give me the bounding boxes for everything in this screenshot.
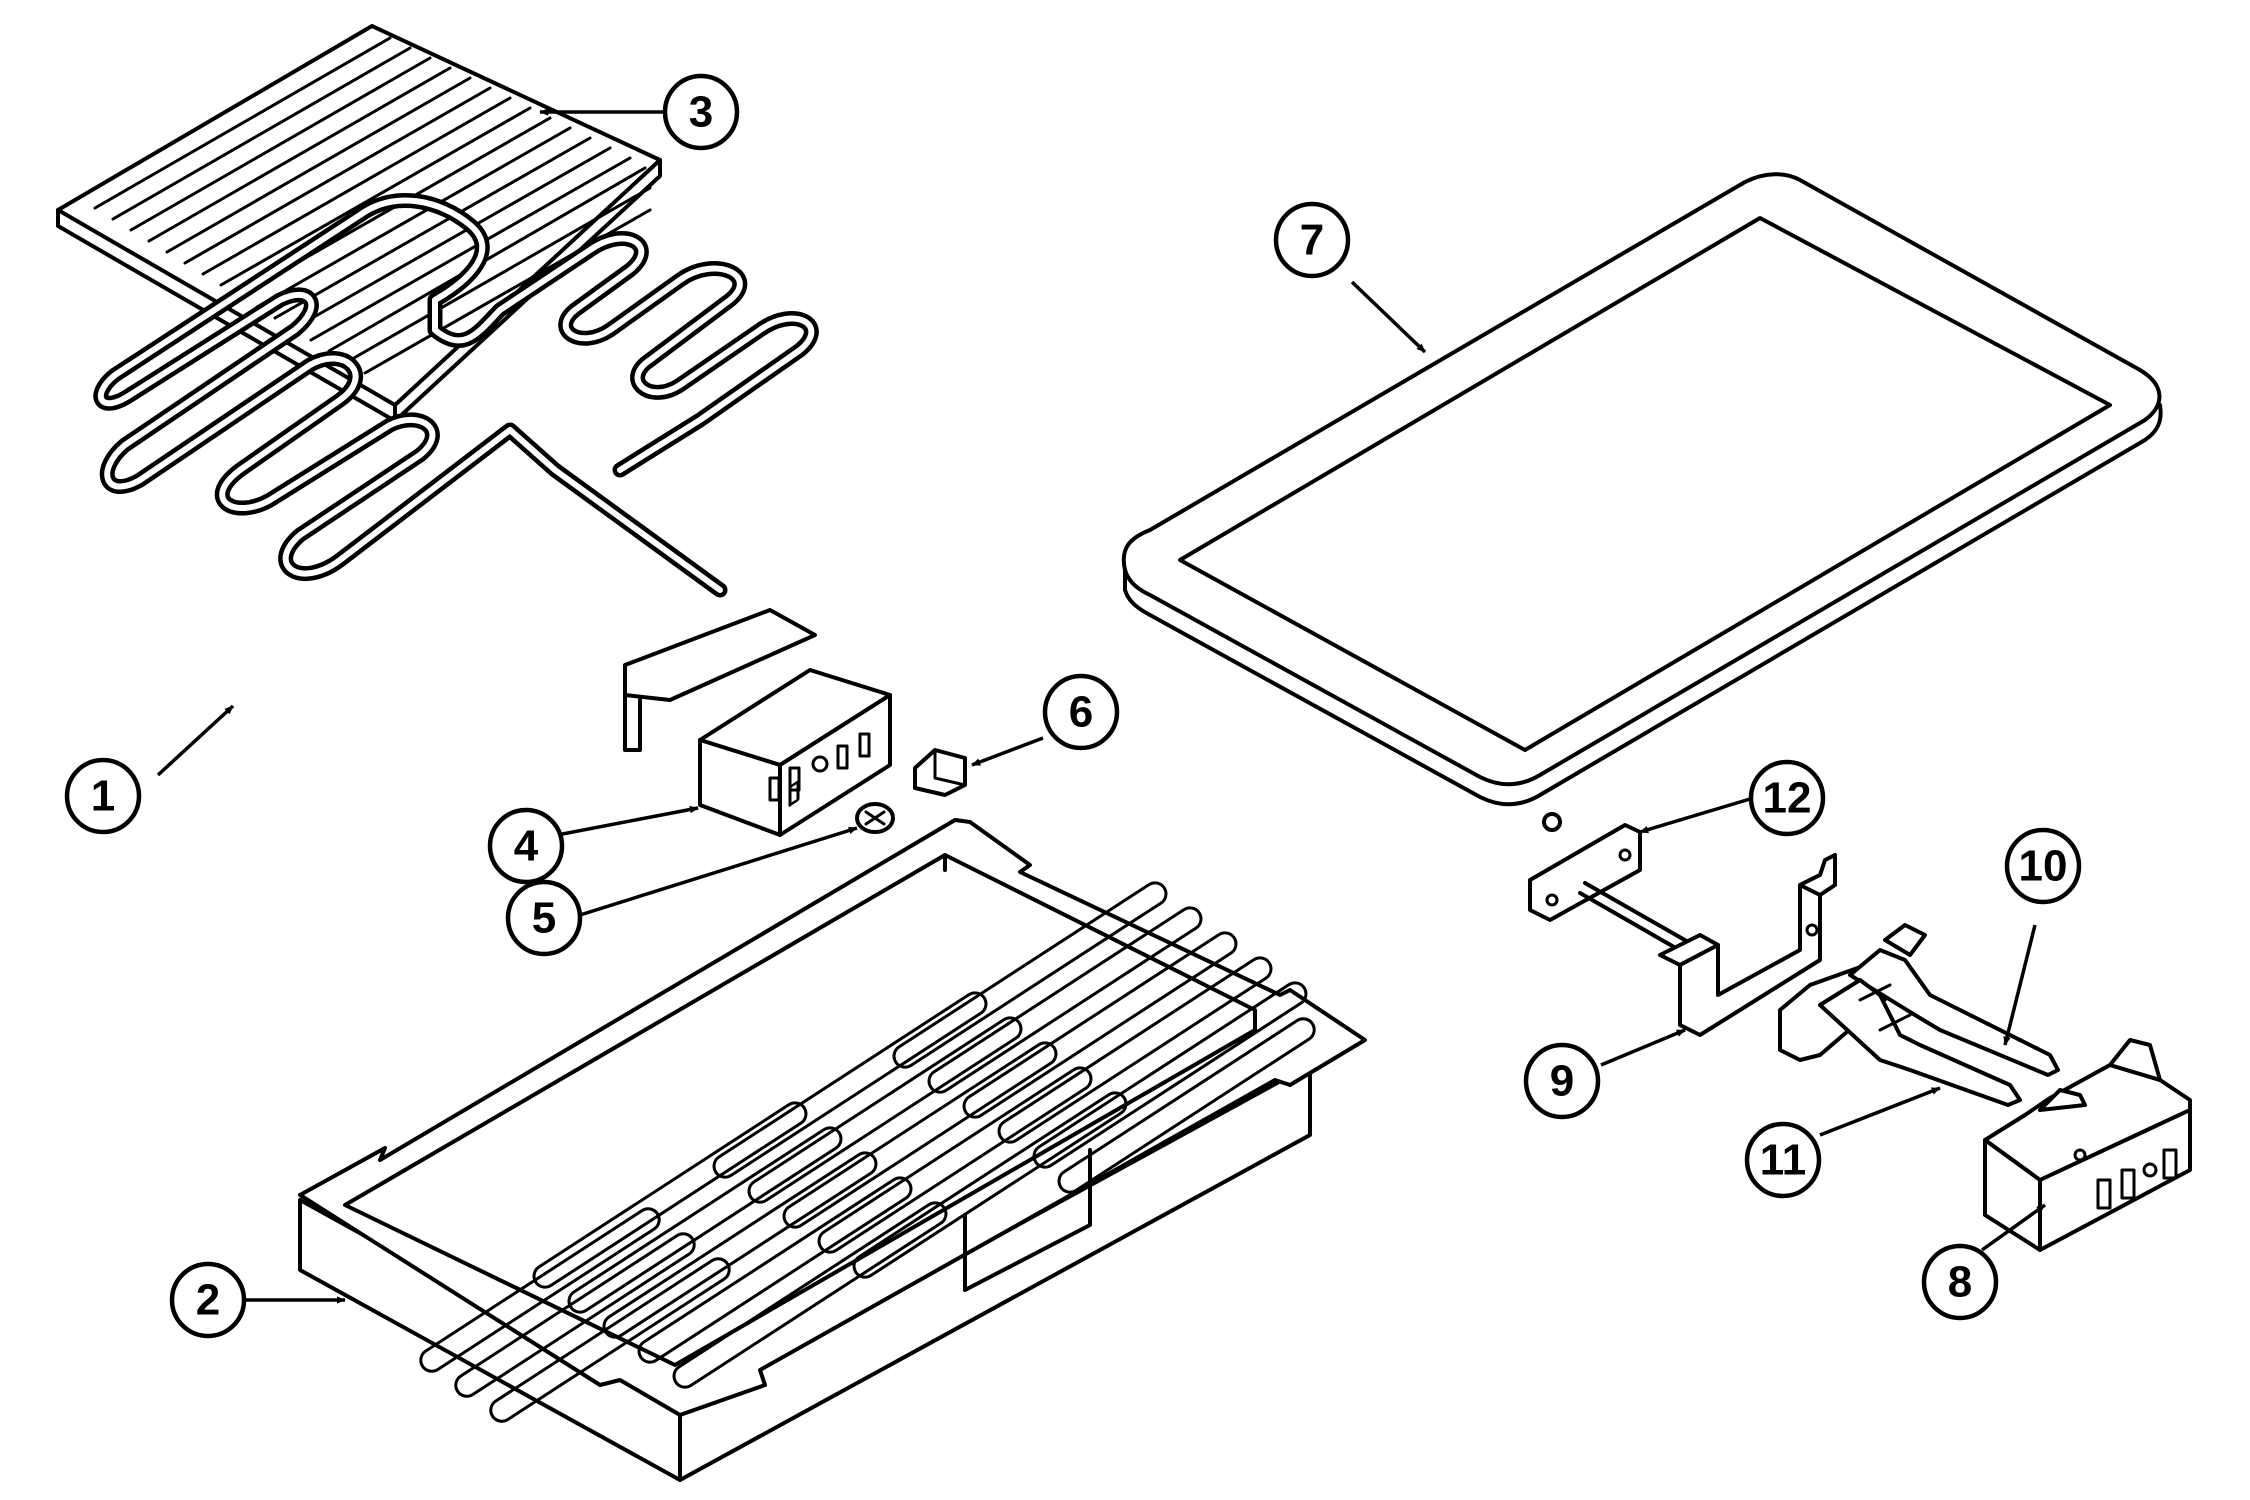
callout-8-label: 8 (1948, 1258, 1972, 1307)
callout-10: 10 (2004, 827, 2082, 905)
callout-6: 6 (1042, 673, 1120, 751)
heating-element-part (93, 193, 819, 752)
u-bracket-part (1658, 853, 1837, 1037)
callout-11: 11 (1744, 1121, 1822, 1199)
callout-5-label: 5 (532, 894, 556, 943)
callout-3-label: 3 (689, 88, 713, 137)
callout-6-label: 6 (1069, 688, 1093, 737)
callout-1-label: 1 (91, 772, 115, 821)
callout-10-label: 10 (2019, 842, 2068, 891)
callout-4-label: 4 (514, 822, 539, 871)
clip-part (913, 748, 967, 797)
terminal-block-part (698, 668, 892, 837)
callout-5: 5 (505, 879, 583, 957)
fastener-part (855, 802, 895, 834)
callout-8: 8 (1921, 1243, 1999, 1321)
callout-1: 1 (64, 757, 142, 835)
callout-3: 3 (662, 73, 740, 151)
callout-2-label: 2 (196, 1276, 220, 1325)
callout-7: 7 (1273, 201, 1351, 279)
callout-9-label: 9 (1550, 1057, 1574, 1106)
callout-9: 9 (1523, 1042, 1601, 1120)
leader-lines (156, 108, 2047, 1304)
callout-11-label: 11 (1760, 1136, 1807, 1185)
switch-housing-part (1983, 1038, 2192, 1252)
callout-4: 4 (487, 807, 565, 885)
callout-2: 2 (169, 1261, 247, 1339)
griddle-plate-part (1121, 172, 2163, 807)
callout-12: 12 (1748, 759, 1826, 837)
bracket-pin-part (1528, 812, 1699, 957)
drip-tray-part (298, 818, 1367, 1482)
callout-12-label: 12 (1763, 774, 1812, 823)
callout-7-label: 7 (1300, 216, 1324, 265)
